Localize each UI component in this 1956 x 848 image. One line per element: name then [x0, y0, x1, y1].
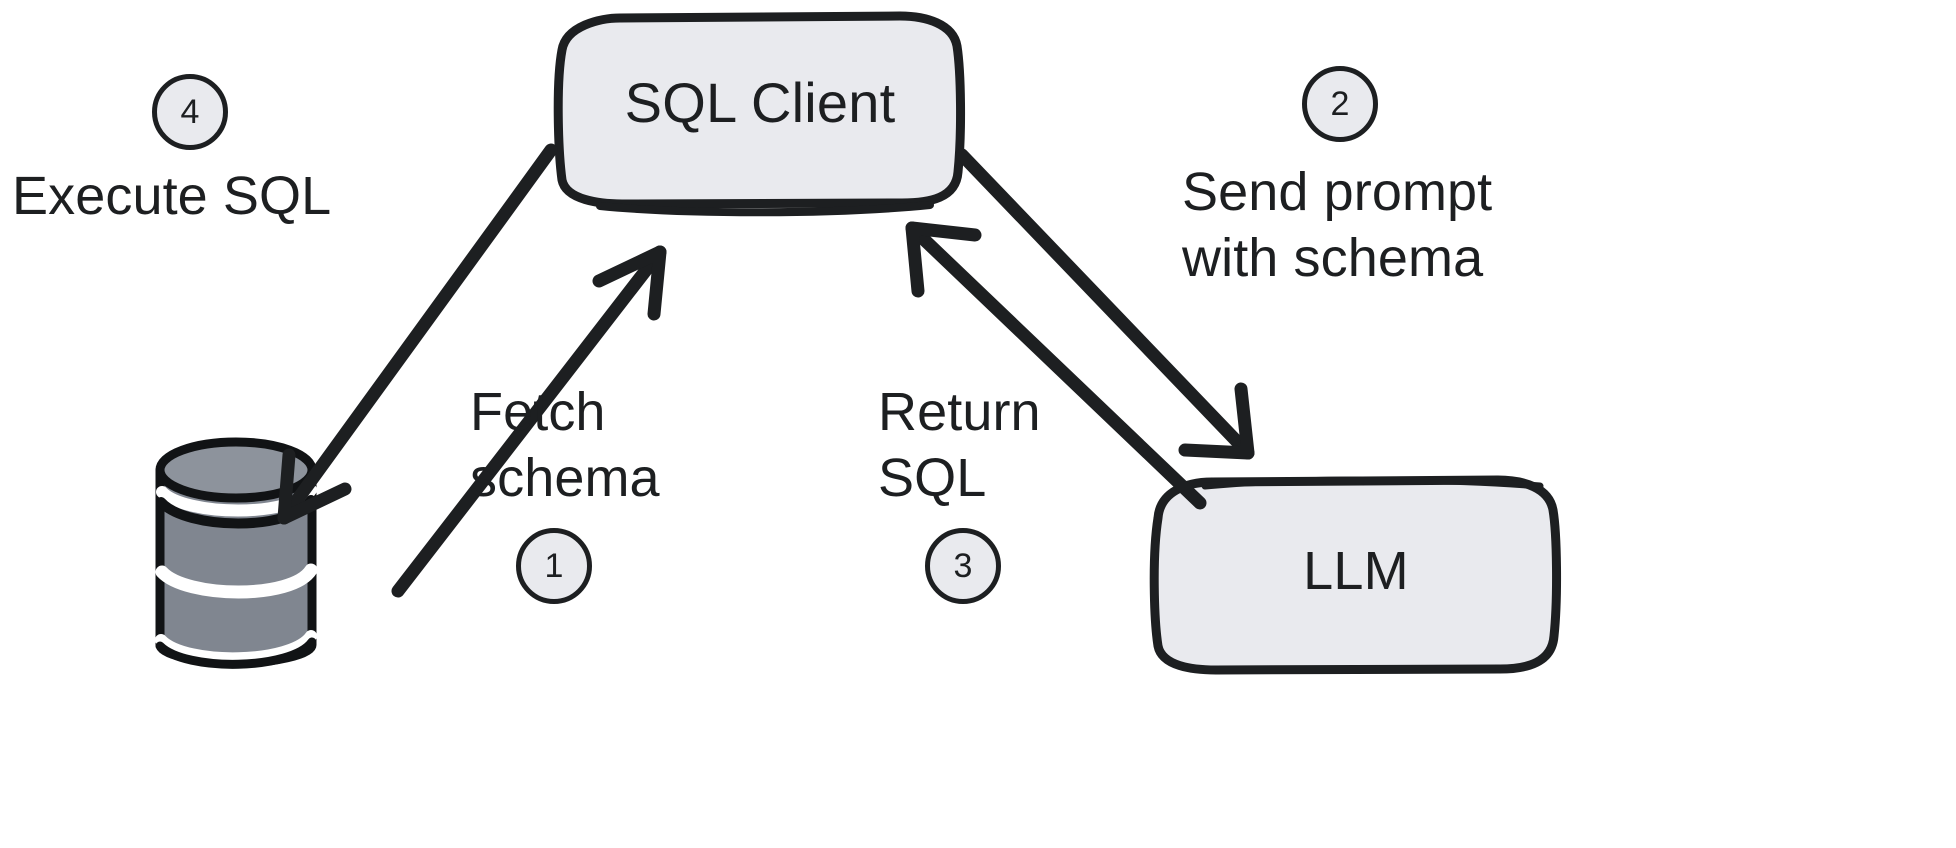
llm-box-sketch-topline [1201, 476, 1544, 490]
step-badge-2[interactable]: 2 [1302, 66, 1378, 142]
node-llm[interactable] [1149, 475, 1562, 675]
database-band-3-highlight [155, 630, 317, 665]
llm-box-shape [1149, 475, 1562, 675]
sql-client-box-sketch-underline [596, 201, 934, 217]
edge-label-send-prompt-with-schema: Send prompt with schema [1182, 162, 1493, 288]
arrow-execute-sql [277, 143, 558, 525]
arrow-fetch-schema-shaft [391, 245, 667, 598]
step-badge-3[interactable]: 3 [925, 528, 1001, 604]
database-band-2-highlight [155, 563, 318, 599]
sql-client-box-shape [553, 11, 966, 209]
arrow-fetch-schema [391, 245, 667, 598]
arrow-send-prompt-head [1178, 382, 1255, 460]
edge-label-fetch-schema: Fetch schema [470, 382, 660, 508]
arrow-return-sql [905, 221, 1207, 510]
arrow-return-sql-shaft [905, 221, 1207, 510]
node-sql-client[interactable] [553, 11, 966, 217]
edge-label-return-sql: Return SQL [878, 382, 1041, 508]
edge-label-execute-sql: Execute SQL [12, 166, 332, 226]
database-bottom-edge [155, 637, 317, 669]
arrow-send-prompt-shaft [955, 148, 1255, 460]
arrow-return-sql-head [905, 221, 982, 298]
arrow-execute-sql-shaft [277, 143, 558, 525]
step-badge-1[interactable]: 1 [516, 528, 592, 604]
arrow-fetch-schema-head [592, 245, 667, 321]
node-label-sql-client: SQL Client [624, 71, 896, 134]
step-badge-4[interactable]: 4 [152, 74, 228, 150]
arrow-execute-sql-head [277, 448, 352, 525]
node-label-llm: LLM [1303, 541, 1409, 601]
arrow-send-prompt [955, 148, 1255, 460]
